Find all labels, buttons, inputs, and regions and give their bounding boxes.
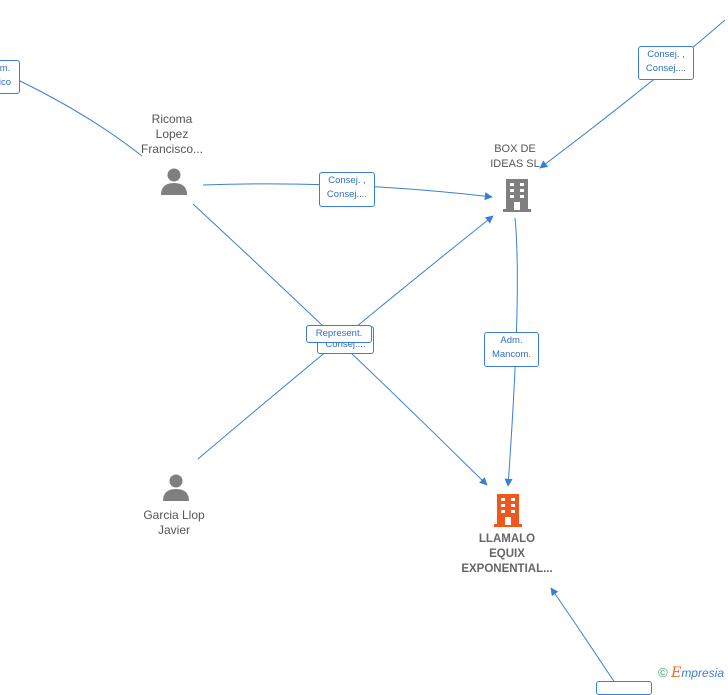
brand-footer: © Empresia xyxy=(658,665,724,681)
edge-label-ricoma-box[interactable]: Consej. , Consej.... xyxy=(319,172,375,207)
node-label-ricoma: Ricoma Lopez Francisco... xyxy=(140,112,203,156)
edge-box-llamalo[interactable] xyxy=(504,217,518,487)
edge-bottom-llamalo[interactable] xyxy=(550,587,616,684)
edge-label-topleft[interactable]: m. ico xyxy=(0,60,20,94)
edge-topleft-ricoma xyxy=(17,79,143,157)
person-icon[interactable] xyxy=(161,472,191,502)
main-building-icon[interactable] xyxy=(493,493,523,527)
person-icon[interactable] xyxy=(159,166,189,196)
edge-label-represent[interactable]: Represent. xyxy=(306,325,372,343)
node-label-garcia: Garcia Llop Javier xyxy=(143,508,205,537)
copyright-symbol: © xyxy=(658,665,668,680)
edge-label-topright[interactable]: Consej. , Consej.... xyxy=(638,46,694,80)
edge-label-adm-mancom[interactable]: Adm. Mancom. xyxy=(484,332,539,367)
node-label-box-de-ideas: BOX DE IDEAS SL xyxy=(490,143,540,170)
building-icon[interactable] xyxy=(502,178,532,212)
brand-initial: E xyxy=(671,665,682,681)
brand-name: mpresia xyxy=(681,666,724,680)
edge-label-bottom[interactable] xyxy=(596,681,652,695)
node-label-llamalo: LLAMALO EQUIX EXPONENTIAL... xyxy=(461,533,553,575)
edge-topright-box[interactable] xyxy=(539,19,726,169)
